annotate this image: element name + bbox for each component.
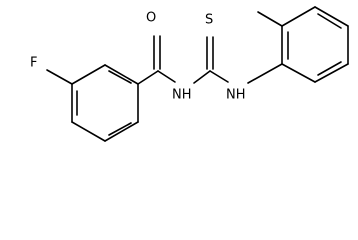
ring-b-inner-bond	[317, 61, 342, 76]
ring-b-bond	[314, 6, 349, 27]
chemical-structure: F O NH S NH	[30, 6, 349, 142]
ring-a-bond	[71, 121, 106, 142]
ring-b-bond	[314, 63, 349, 83]
ring-a-inner-bond	[108, 122, 132, 136]
thione-sulfur-label: S	[205, 13, 213, 28]
nitrogen-thiocarbonyl-bond	[193, 70, 211, 84]
ring-carbonyl-bond	[137, 70, 159, 85]
ring-a-bond	[104, 64, 139, 85]
thiocarbonyl-nitrogen-bond	[209, 70, 229, 83]
aryl-nh-label: NH	[226, 88, 246, 103]
carbonyl-oxygen-label: O	[146, 11, 156, 26]
fluorine-label: F	[30, 56, 37, 71]
ring-b-inner-bond	[317, 13, 342, 29]
fluorobenzene-ring	[71, 64, 139, 142]
ring-a-bond	[104, 121, 139, 142]
carbonyl-nitrogen-bond	[157, 70, 176, 83]
c-f-bond	[46, 69, 73, 85]
ring-a-bond	[71, 64, 106, 85]
ring-b-bond	[281, 6, 316, 27]
amide-nh-label: NH	[172, 88, 192, 103]
methyl-bond	[257, 11, 283, 27]
nitrogen-aryl-bond	[247, 63, 283, 84]
tolyl-ring	[281, 6, 349, 83]
ring-b-bond	[281, 63, 316, 83]
ring-a-inner-bond	[108, 70, 132, 84]
